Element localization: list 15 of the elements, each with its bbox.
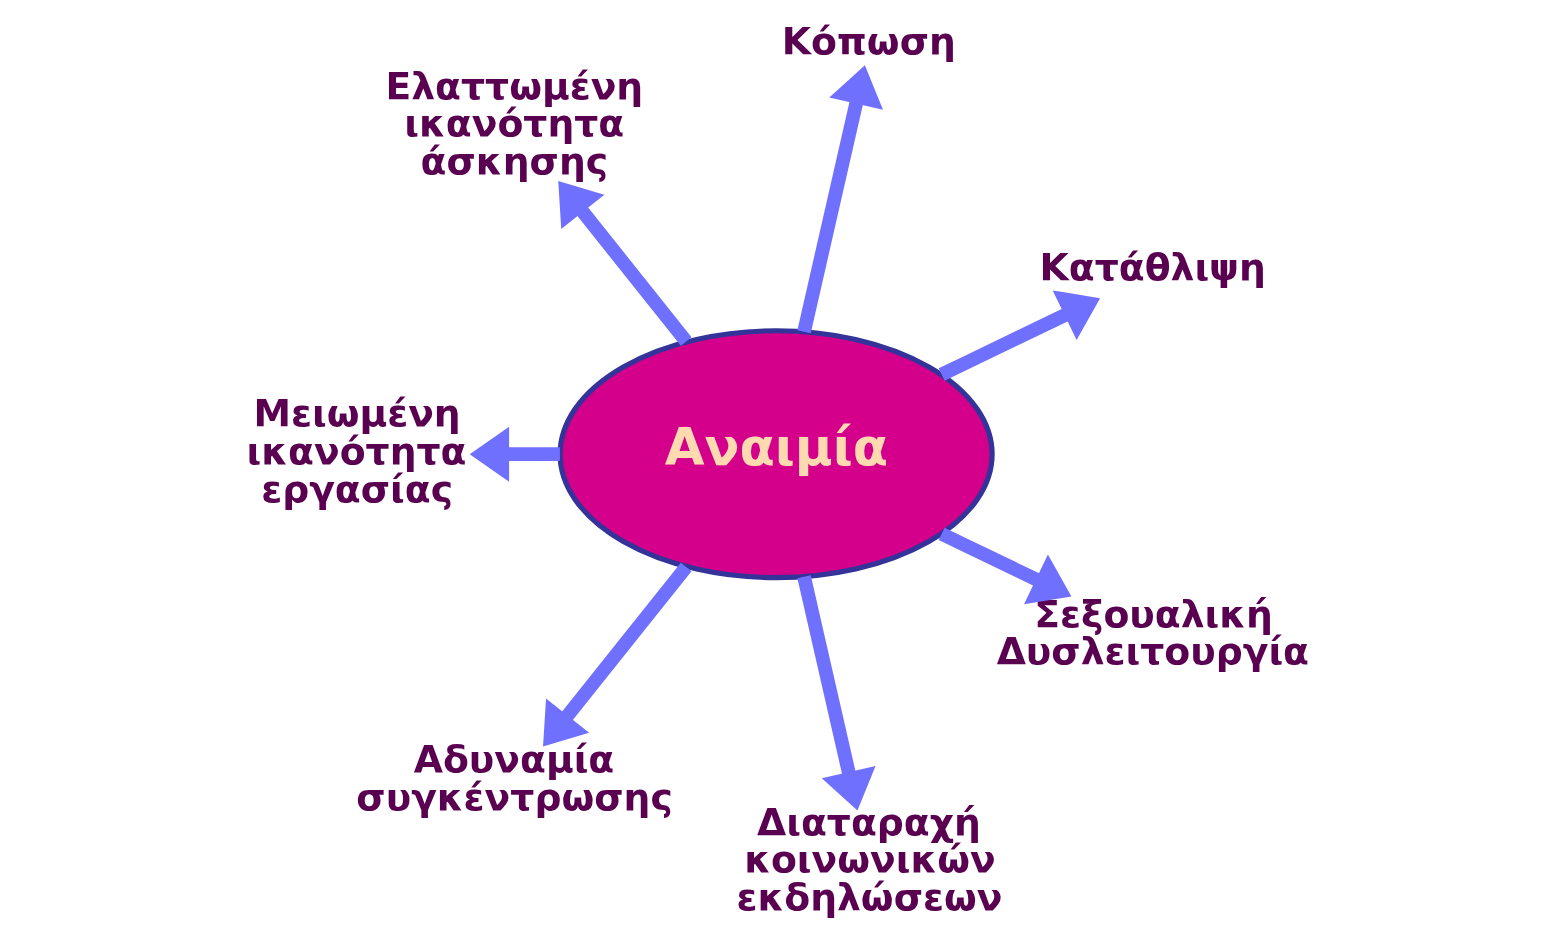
node-text: Μειωμένη ικανότητα εργασίας [246,391,467,511]
node-text: Κόπωση [781,18,956,63]
arrow [797,65,883,334]
arrow [938,290,1101,381]
node-text: Σεξουαλική Δυσλειτουργία [996,591,1310,674]
node-text: Ελαττωμένη ικανότητα άσκησης [385,63,644,183]
arrow [558,181,692,346]
arrow [543,562,692,747]
arrow [797,575,876,811]
node-ellipse: Αναιμία [557,328,995,581]
node-text: Κατάθλιψη [1039,245,1266,290]
node-text: Διαταραχή κοινωνικών εκδηλώσεων [736,799,1003,919]
node-text: Αδυναμία συγκέντρωσης [356,737,673,820]
arrow [938,527,1072,605]
arrow [469,426,560,482]
